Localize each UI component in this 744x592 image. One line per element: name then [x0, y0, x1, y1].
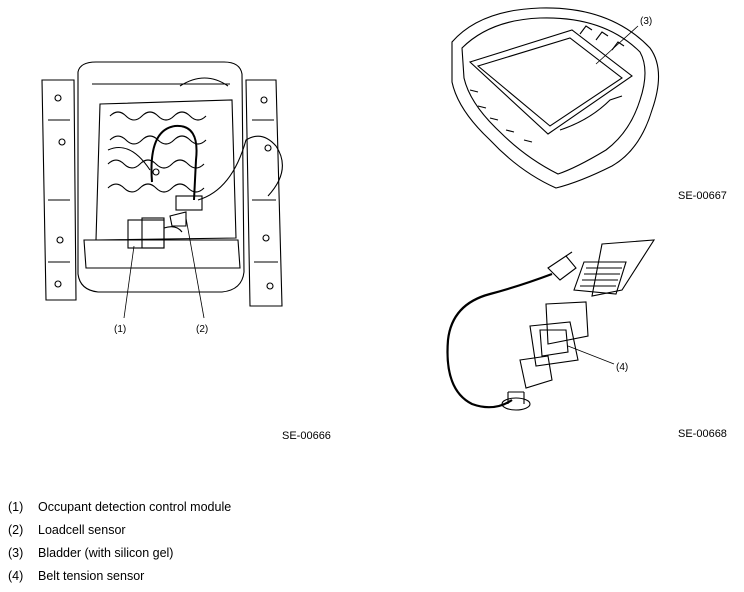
callout-3: (3)	[640, 16, 653, 27]
legend-text: Belt tension sensor	[38, 569, 145, 583]
parts-legend: (1) Occupant detection control module (2)…	[8, 496, 231, 588]
figure-code-se-00667: SE-00667	[678, 190, 727, 202]
legend-item: (2) Loadcell sensor	[8, 519, 231, 542]
legend-number: (3)	[8, 546, 24, 560]
legend-item: (1) Occupant detection control module	[8, 496, 231, 519]
legend-text: Bladder (with silicon gel)	[38, 546, 174, 560]
legend-number: (4)	[8, 569, 24, 583]
legend-text: Loadcell sensor	[38, 523, 126, 537]
callout-1: (1)	[114, 324, 127, 335]
callout-2: (2)	[196, 324, 209, 335]
legend-number: (2)	[8, 523, 24, 537]
seat-frame-illustration	[41, 61, 283, 319]
figure-code-se-00666: SE-00666	[282, 430, 331, 442]
seat-cushion-illustration	[451, 7, 660, 189]
callout-4: (4)	[616, 362, 629, 373]
legend-number: (1)	[8, 500, 24, 514]
figure-code-se-00668: SE-00668	[678, 428, 727, 440]
legend-item: (3) Bladder (with silicon gel)	[8, 542, 231, 565]
legend-text: Occupant detection control module	[38, 500, 232, 514]
belt-tension-sensor-illustration	[446, 239, 656, 411]
legend-item: (4) Belt tension sensor	[8, 565, 231, 588]
